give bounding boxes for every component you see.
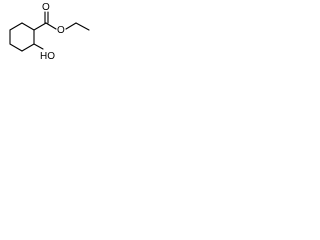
ch2-to-ch3-bond xyxy=(75,22,90,31)
carbonyl-oxygen-label: O xyxy=(42,2,50,13)
ester-group xyxy=(33,11,90,31)
ring-bond-1 xyxy=(21,22,35,31)
carbonyl-to-ester-oxygen-bond xyxy=(45,22,57,30)
ring-bond-3 xyxy=(21,43,35,52)
ester-oxygen-to-ch2-bond xyxy=(65,22,77,30)
ring-to-carbonyl-bond xyxy=(33,22,47,31)
ethyl-2-hydroxycyclohexanecarboxylate-structure: O O HO xyxy=(9,2,90,62)
ring-bond-6 xyxy=(9,22,23,31)
hydroxyl-label: HO xyxy=(40,51,55,62)
cyclohexane-ring xyxy=(9,22,35,52)
ester-oxygen-label: O xyxy=(57,25,65,36)
ring-to-hydroxyl-bond xyxy=(33,43,44,50)
ring-bond-4 xyxy=(9,43,23,52)
